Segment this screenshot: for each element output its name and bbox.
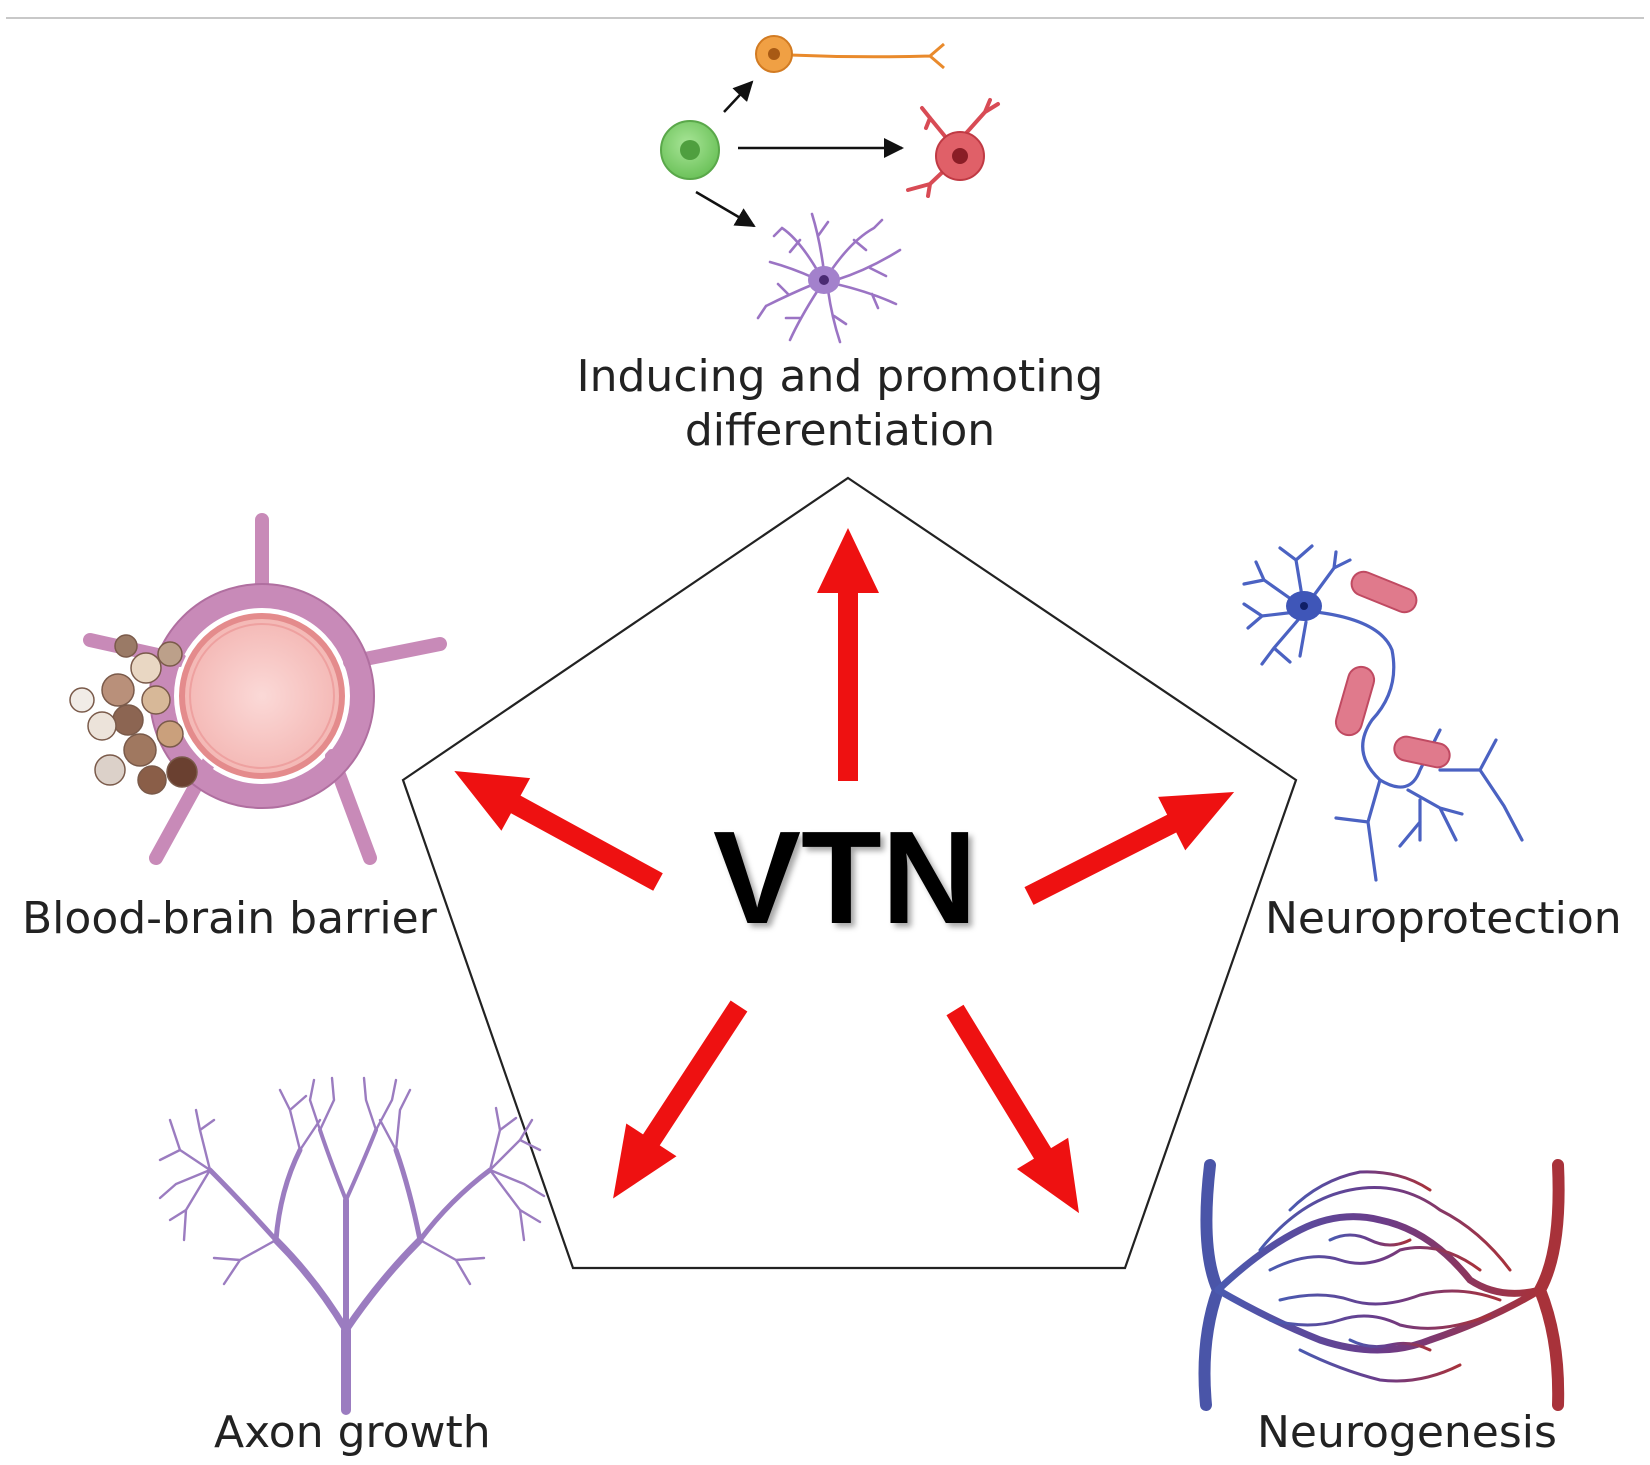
- bacteria-group: [1334, 570, 1451, 769]
- vtn-center-label: VTN: [713, 804, 977, 951]
- central-pentagon: [401, 476, 1298, 1270]
- dendritic-tree-icon: [158, 1076, 546, 1415]
- neuroprotection-label: Neuroprotection: [1265, 893, 1622, 944]
- arrow-group: [454, 528, 1235, 1214]
- bbb-label: Blood-brain barrier: [22, 893, 437, 944]
- arrow-to-bbb: [454, 770, 663, 891]
- neurogenesis-label: Neurogenesis: [1257, 1407, 1557, 1458]
- differentiation-label: Inducing and promoting differentiation: [560, 350, 1120, 457]
- differentiation-label-line1: Inducing and promoting: [576, 351, 1104, 402]
- arrow-to-axon-growth: [613, 1000, 748, 1199]
- axon-growth-label: Axon growth: [214, 1407, 491, 1458]
- arrow-to-neuroprotection: [1024, 791, 1235, 905]
- stem-cell-differentiation-icon: [660, 35, 1000, 344]
- capillary-network-icon: [1198, 1159, 1565, 1411]
- differentiation-label-line2: differentiation: [684, 404, 996, 456]
- arrow-to-neurogenesis: [946, 1004, 1080, 1214]
- blood-brain-barrier-vessel-icon: [69, 513, 447, 865]
- neuron-with-bacteria-icon: [1242, 544, 1524, 882]
- arrow-to-differentiation: [817, 528, 879, 781]
